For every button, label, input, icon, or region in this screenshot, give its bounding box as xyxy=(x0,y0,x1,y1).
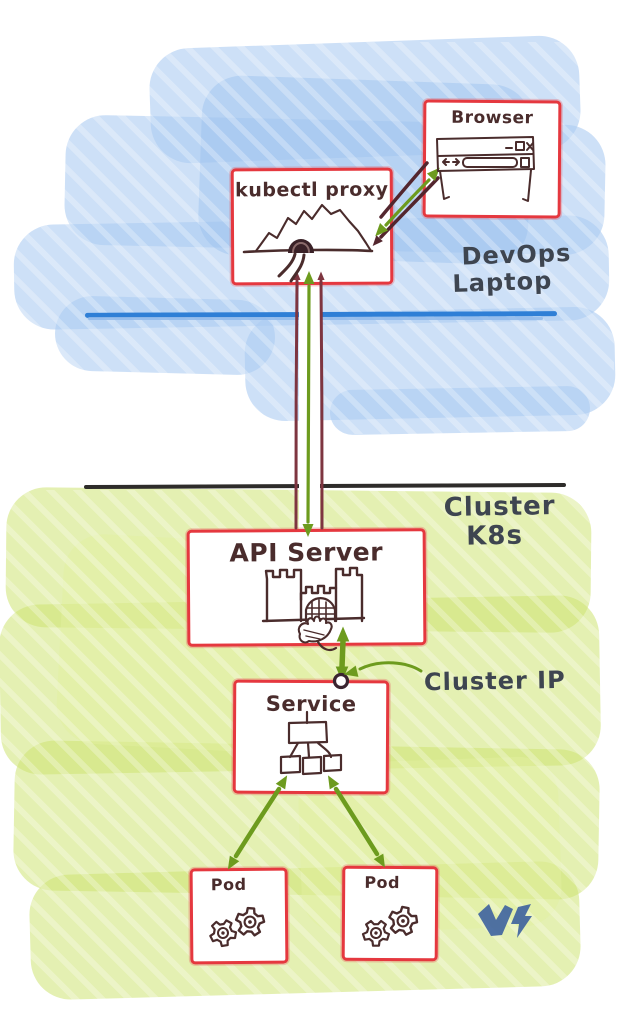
api-server-label: API Server xyxy=(229,537,384,568)
pod-right-node: Pod xyxy=(341,865,439,962)
service-label: Service xyxy=(265,691,357,717)
cluster-ip-label: Cluster IP xyxy=(423,665,566,697)
pod-left-node: Pod xyxy=(189,867,289,965)
pod-left-label: Pod xyxy=(210,874,247,895)
pod-right-label: Pod xyxy=(364,872,401,893)
kubectl-proxy-label: kubectl proxy xyxy=(235,178,389,202)
pipe-interior xyxy=(299,281,320,531)
cluster-divider-line xyxy=(83,482,567,489)
service-node: Service xyxy=(232,679,390,795)
browser-node: Browser xyxy=(422,99,562,219)
cluster-k8s-label-line1: Cluster xyxy=(443,491,556,524)
cluster-k8s-label: Cluster K8s xyxy=(443,491,560,552)
devops-laptop-label: DevOps Laptop xyxy=(451,239,572,298)
kubectl-proxy-node: kubectl proxy xyxy=(230,167,394,286)
devops-laptop-label-line2: Laptop xyxy=(452,266,553,298)
browser-label: Browser xyxy=(451,107,534,129)
cluster-k8s-label-line2: K8s xyxy=(465,520,524,552)
api-server-node: API Server xyxy=(186,528,427,647)
